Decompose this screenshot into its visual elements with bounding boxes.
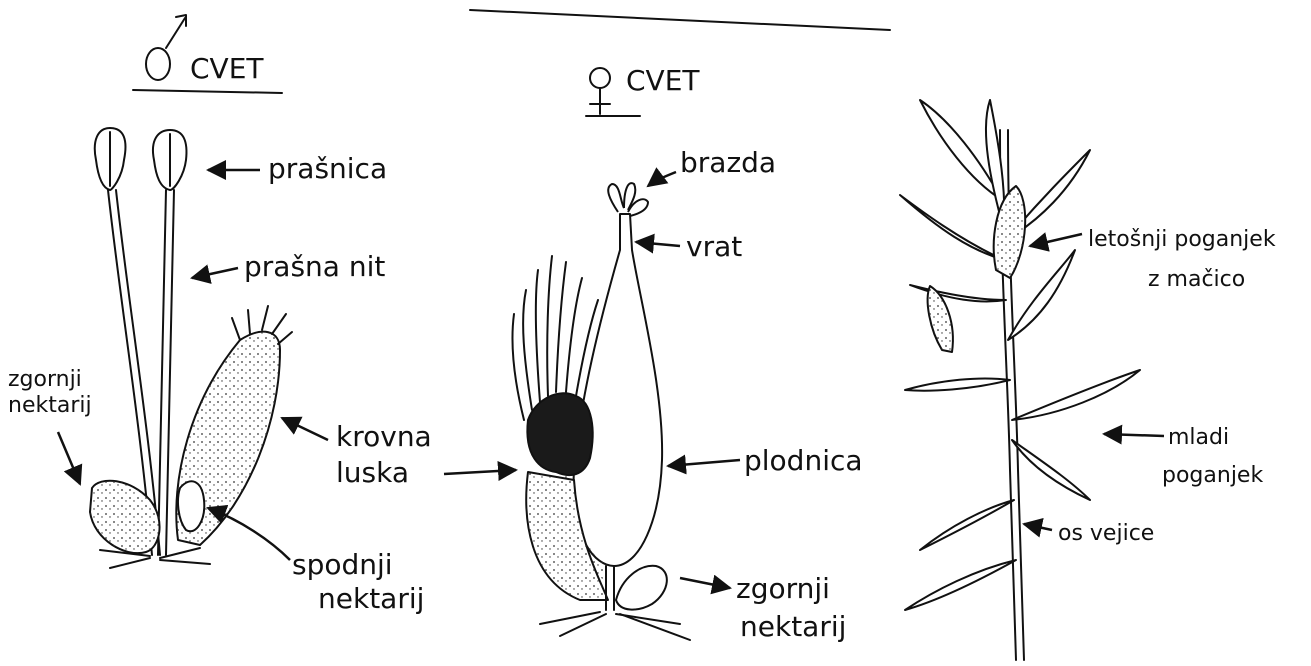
anther-drawing xyxy=(95,128,187,190)
label-male-upper-nectary-2: nektarij xyxy=(8,393,92,418)
catkins-drawing xyxy=(928,186,1026,352)
male-symbol-icon xyxy=(146,15,186,80)
label-ovary: plodnica xyxy=(744,444,863,477)
female-nectary-drawing xyxy=(616,566,667,610)
arrow-male-upper-nectary xyxy=(58,432,80,484)
ovary-drawing xyxy=(574,214,663,566)
label-young-shoot-2: poganjek xyxy=(1162,463,1263,488)
label-filament: prašna nit xyxy=(244,250,385,283)
arrow-twig-axis xyxy=(1024,524,1052,530)
female-base-roots xyxy=(540,612,690,640)
arrow-this-year-shoot xyxy=(1030,234,1082,246)
arrow-young-shoot xyxy=(1104,434,1164,436)
female-flower-section: CVET brazda vrat p xyxy=(444,64,863,643)
male-title-underline xyxy=(133,90,282,93)
stigma-drawing xyxy=(608,183,648,216)
upper-nectary-drawing xyxy=(178,481,204,531)
label-female-upper-nectary-1: zgornji xyxy=(736,572,830,605)
arrow-stigma xyxy=(648,172,676,186)
arrow-bract xyxy=(282,418,328,440)
label-bract-2: luska xyxy=(336,456,409,489)
arrow-female-upper-nectary xyxy=(680,578,730,588)
label-female-upper-nectary-2: nektarij xyxy=(740,610,846,643)
male-flower-section: CVET prašnic xyxy=(8,15,432,615)
shoot-section: letošnji poganjek z mačico mladi poganje… xyxy=(900,100,1276,660)
label-bract-1: krovna xyxy=(336,420,432,453)
arrow-female-bract xyxy=(444,470,516,474)
label-anther: prašnica xyxy=(268,152,387,185)
label-style: vrat xyxy=(686,230,742,263)
arrow-style xyxy=(636,242,680,246)
scan-edge-line xyxy=(470,10,890,30)
arrow-filament xyxy=(192,268,238,278)
label-young-shoot-1: mladi xyxy=(1168,425,1229,450)
female-bract-drawing xyxy=(527,393,592,475)
label-lower-nectary-1: spodnji xyxy=(292,548,393,581)
arrow-ovary xyxy=(668,460,740,466)
label-stigma: brazda xyxy=(680,146,776,179)
label-this-year-shoot-2: z mačico xyxy=(1148,267,1245,292)
male-base-roots xyxy=(100,548,210,568)
label-twig-axis: os vejice xyxy=(1058,521,1154,546)
female-flower-title: CVET xyxy=(626,64,700,97)
label-male-upper-nectary-1: zgornji xyxy=(8,367,82,392)
male-flower-title: CVET xyxy=(190,52,264,85)
label-lower-nectary-2: nektarij xyxy=(318,582,424,615)
label-this-year-shoot-1: letošnji poganjek xyxy=(1088,227,1276,252)
